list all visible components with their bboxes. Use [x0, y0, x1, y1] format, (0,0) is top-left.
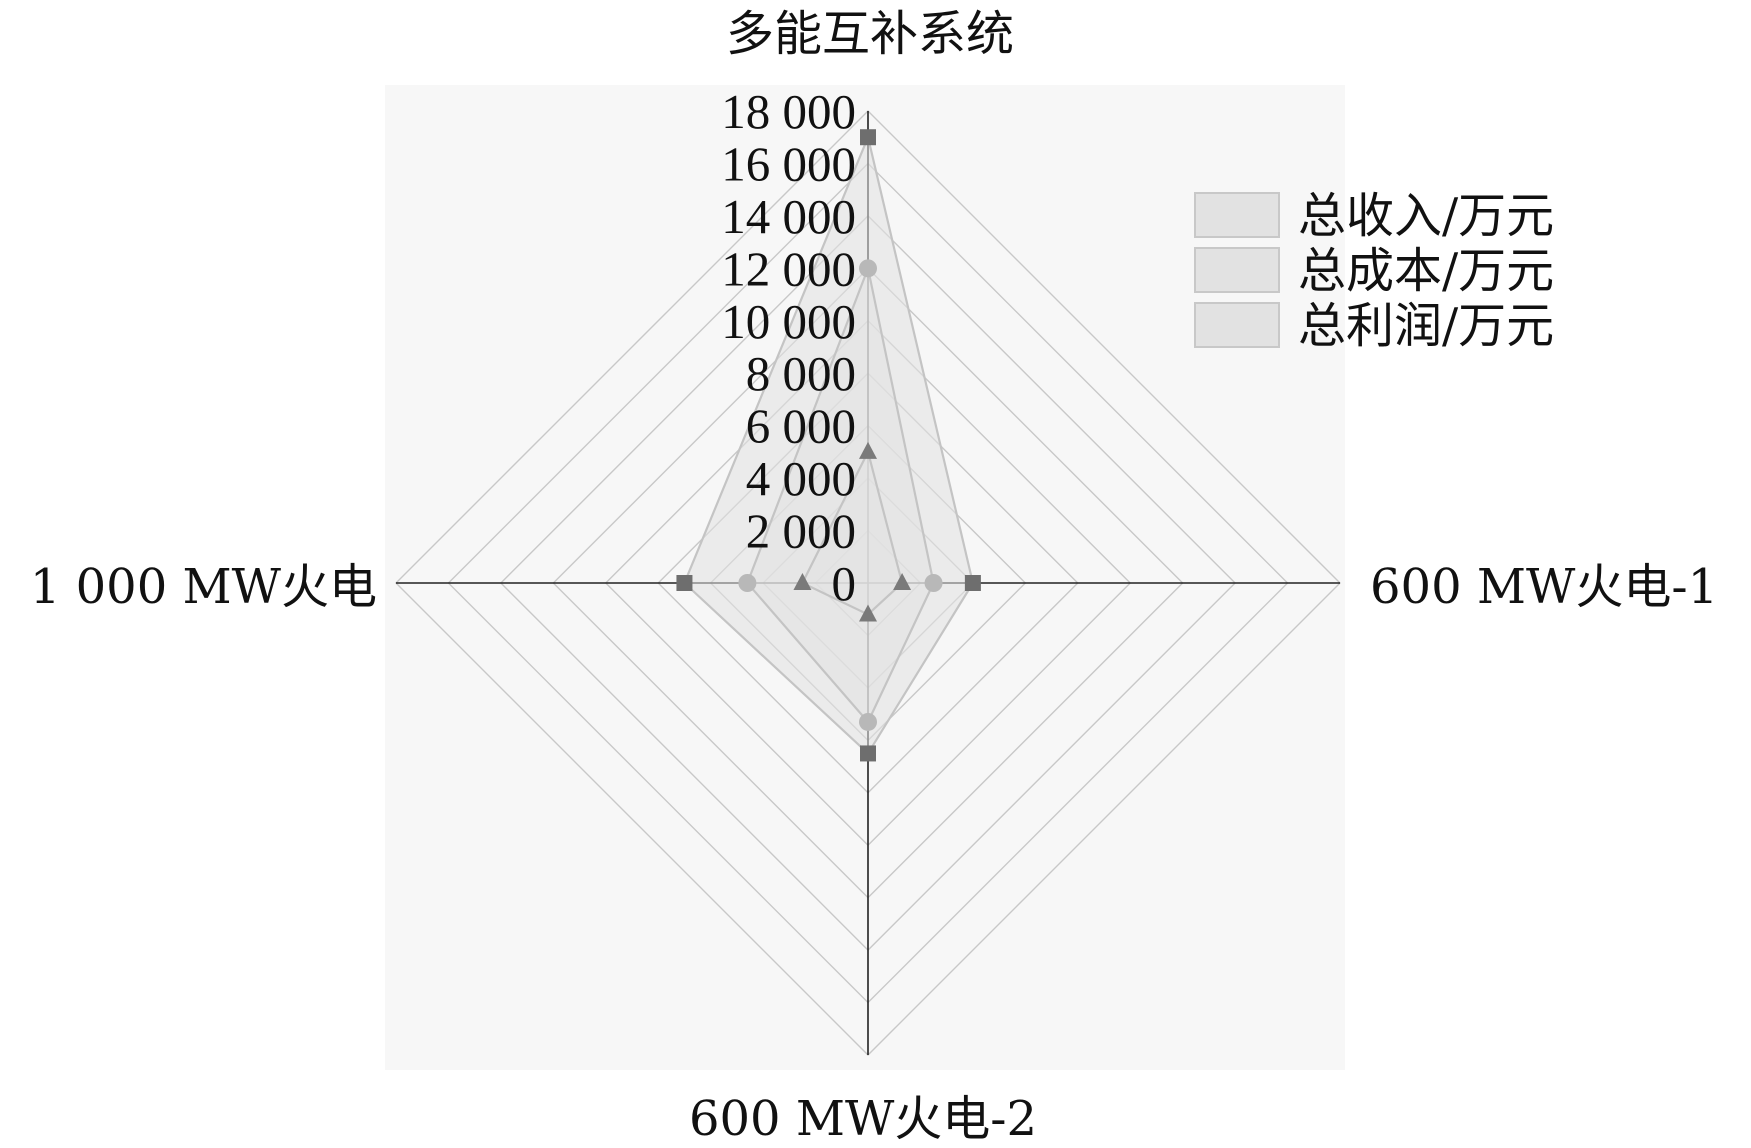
series-2-point-2 [859, 604, 877, 622]
r-tick-label-1: 2 000 [746, 504, 856, 559]
series-1-point-3 [738, 574, 757, 592]
r-tick-label-9: 18 000 [721, 84, 856, 139]
axis-labels: 多能互补系统 600 MW火电-1 600 MW火电-2 1 000 MW火电 [30, 6, 1718, 1147]
series-1-point-0 [859, 259, 877, 278]
r-tick-label-8: 16 000 [721, 136, 856, 191]
r-tick-label-7: 14 000 [721, 189, 856, 244]
legend-swatch-profit [1194, 302, 1280, 348]
r-tick-label-0: 0 [832, 556, 857, 611]
series-1-point-1 [924, 574, 943, 592]
legend-swatch-revenue [1194, 192, 1280, 238]
radar-series [676, 129, 981, 762]
series-0-point-1 [964, 575, 981, 591]
series-0-point-3 [676, 575, 693, 591]
legend: 总收入/万元 总成本/万元 总利润/万元 [1194, 188, 1554, 354]
series-2-point-3 [793, 573, 812, 590]
legend-label-profit: 总利润/万元 [1298, 298, 1554, 354]
axis-label-top: 多能互补系统 [726, 6, 1014, 62]
series-2-point-0 [859, 441, 877, 459]
series-0-point-0 [860, 129, 876, 146]
axis-label-right: 600 MW火电-1 [1370, 559, 1718, 615]
r-tick-label-2: 4 000 [746, 451, 856, 506]
series-2-point-1 [893, 573, 912, 590]
r-tick-label-5: 10 000 [721, 294, 856, 349]
legend-label-cost: 总成本/万元 [1298, 243, 1554, 299]
legend-swatch-cost [1194, 247, 1280, 293]
axis-label-left: 1 000 MW火电 [30, 559, 377, 615]
r-tick-label-3: 6 000 [746, 399, 856, 454]
axis-label-bottom: 600 MW火电-2 [689, 1091, 1037, 1147]
series-0-point-2 [860, 745, 876, 762]
legend-label-revenue: 总收入/万元 [1298, 188, 1554, 244]
r-tick-label-6: 12 000 [721, 241, 856, 296]
series-1-point-2 [859, 712, 877, 731]
r-tick-label-4: 8 000 [746, 346, 856, 401]
